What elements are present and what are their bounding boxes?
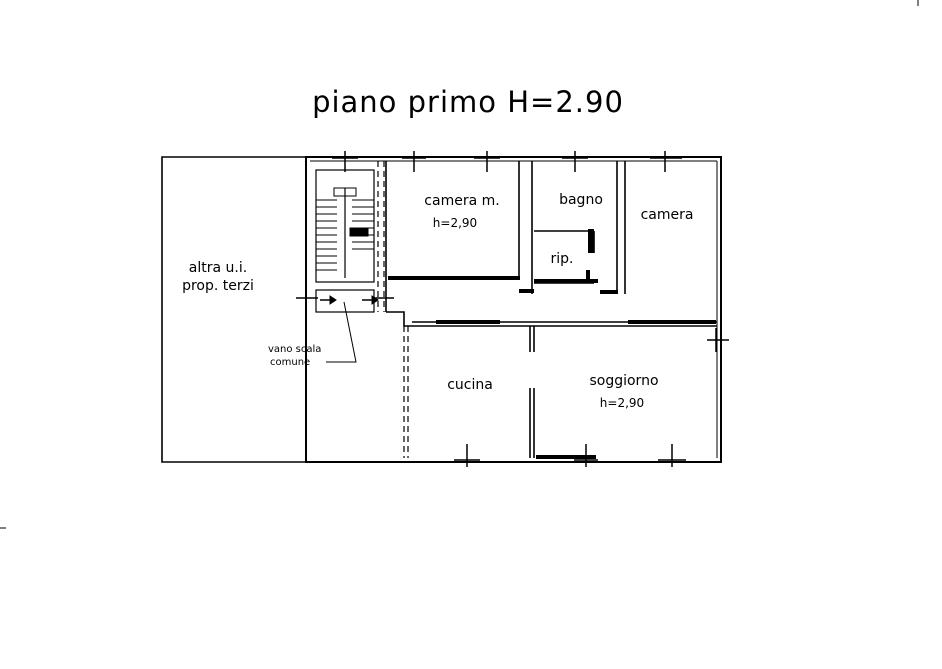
label-camera: camera: [641, 207, 694, 223]
label-camera-m-height: h=2,90: [433, 216, 477, 230]
label-altra-ui: altra u.i.: [189, 260, 247, 276]
exterior-walls: [305, 156, 722, 463]
thick-wall-segments: [388, 229, 716, 459]
window-marks-side: [296, 290, 729, 352]
label-cucina: cucina: [447, 377, 493, 393]
plan-title: piano primo H=2.90: [312, 85, 624, 119]
window-marks-top: [332, 151, 682, 172]
label-camera-m: camera m.: [424, 193, 499, 209]
adjacent-unit-outline: [161, 156, 403, 463]
label-bagno: bagno: [559, 192, 603, 208]
window-marks-bottom: [454, 444, 686, 467]
dashed-partitions: [377, 161, 409, 458]
stairwell-leader-line: [326, 301, 357, 363]
label-soggiorno: soggiorno: [589, 373, 658, 389]
label-soggiorno-height: h=2,90: [600, 396, 644, 410]
label-rip: rip.: [551, 251, 574, 267]
label-comune: comune: [270, 357, 310, 368]
stairwell: [315, 169, 379, 313]
label-vano-scala: vano scala: [268, 344, 321, 355]
label-prop-terzi: prop. terzi: [182, 278, 254, 294]
